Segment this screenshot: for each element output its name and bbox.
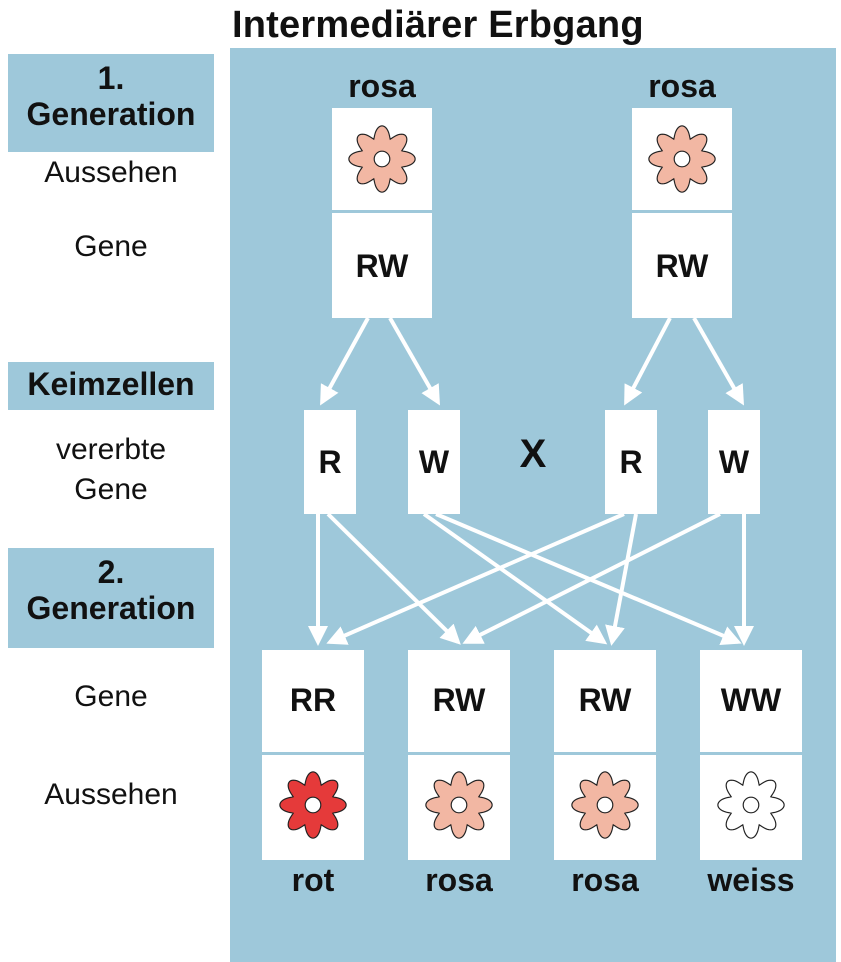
generation-2-word: Generation — [26, 590, 196, 626]
arrow-r1-rw — [326, 512, 461, 645]
vererbte-line: vererbte — [55, 433, 167, 466]
generation-1-label: 1. Generation — [8, 54, 214, 152]
offspring-3-genotype: RW — [578, 681, 632, 718]
diagram-title: Intermediärer Erbgang — [232, 4, 644, 46]
flower-center — [673, 150, 691, 168]
offspring-3-phenotype: rosa — [571, 862, 639, 898]
flower-icon — [279, 771, 347, 839]
offspring-4-phenotype: weiss — [707, 862, 795, 898]
generation-1-word: Generation — [26, 96, 196, 132]
parent-2-divider — [632, 210, 732, 213]
aussehen-label-top: Aussehen — [44, 156, 178, 189]
arrow-p2-w — [692, 317, 744, 406]
arrow-w1-ww — [435, 512, 742, 645]
gene-label-top: Gene — [74, 230, 148, 263]
offspring-2-phenotype: rosa — [425, 862, 493, 898]
offspring-1-phenotype: rot — [291, 862, 335, 898]
parent-2-phenotype: rosa — [648, 68, 716, 104]
flower-icon — [571, 771, 639, 839]
flower-center — [373, 150, 391, 168]
flower-center — [596, 796, 614, 814]
flower-icon — [425, 771, 493, 839]
arrow-p2-r — [624, 317, 672, 406]
arrow-p1-r — [320, 317, 370, 406]
offspring-2-genotype: RW — [432, 681, 486, 718]
arrow-p1-w — [388, 317, 440, 406]
parent-1-phenotype: rosa — [348, 68, 416, 104]
arrow-r2-rw — [605, 513, 638, 646]
arrow-w2-rw — [462, 512, 721, 644]
offspring-4-divider — [700, 752, 802, 755]
offspring-3-divider — [554, 752, 656, 755]
gene-label-bottom: Gene — [74, 680, 148, 713]
flower-center — [742, 796, 760, 814]
flower-icon — [648, 125, 716, 193]
offspring-2-divider — [408, 752, 510, 755]
flower-center — [304, 796, 322, 814]
generation-1-number: 1. — [97, 60, 125, 96]
keimzellen-label: Keimzellen — [8, 362, 214, 410]
gamete-1: R — [304, 410, 356, 514]
arrow-r2-rr — [326, 512, 625, 645]
flower-icon — [348, 125, 416, 193]
parent-1-genotype: RW — [355, 247, 409, 284]
generation-2-label: 2. Generation — [8, 548, 214, 648]
arrow-w1-rw — [422, 512, 608, 645]
offspring-1-genotype: RR — [289, 681, 337, 718]
gamete-3: R — [605, 410, 657, 514]
aussehen-label-bottom: Aussehen — [44, 778, 178, 811]
gene-line: Gene — [74, 473, 148, 506]
flower-icon — [717, 771, 785, 839]
generation-2-number: 2. — [97, 554, 125, 590]
gamete-2: W — [408, 410, 460, 514]
offspring-4-genotype: WW — [720, 681, 782, 718]
parent-2-genotype: RW — [655, 247, 709, 284]
vererbte-gene-label: vererbte Gene — [8, 430, 214, 510]
flower-center — [450, 796, 468, 814]
offspring-1-divider — [262, 752, 364, 755]
parent-1-divider — [332, 210, 432, 213]
gamete-4: W — [708, 410, 760, 514]
cross-symbol: X — [519, 432, 547, 476]
